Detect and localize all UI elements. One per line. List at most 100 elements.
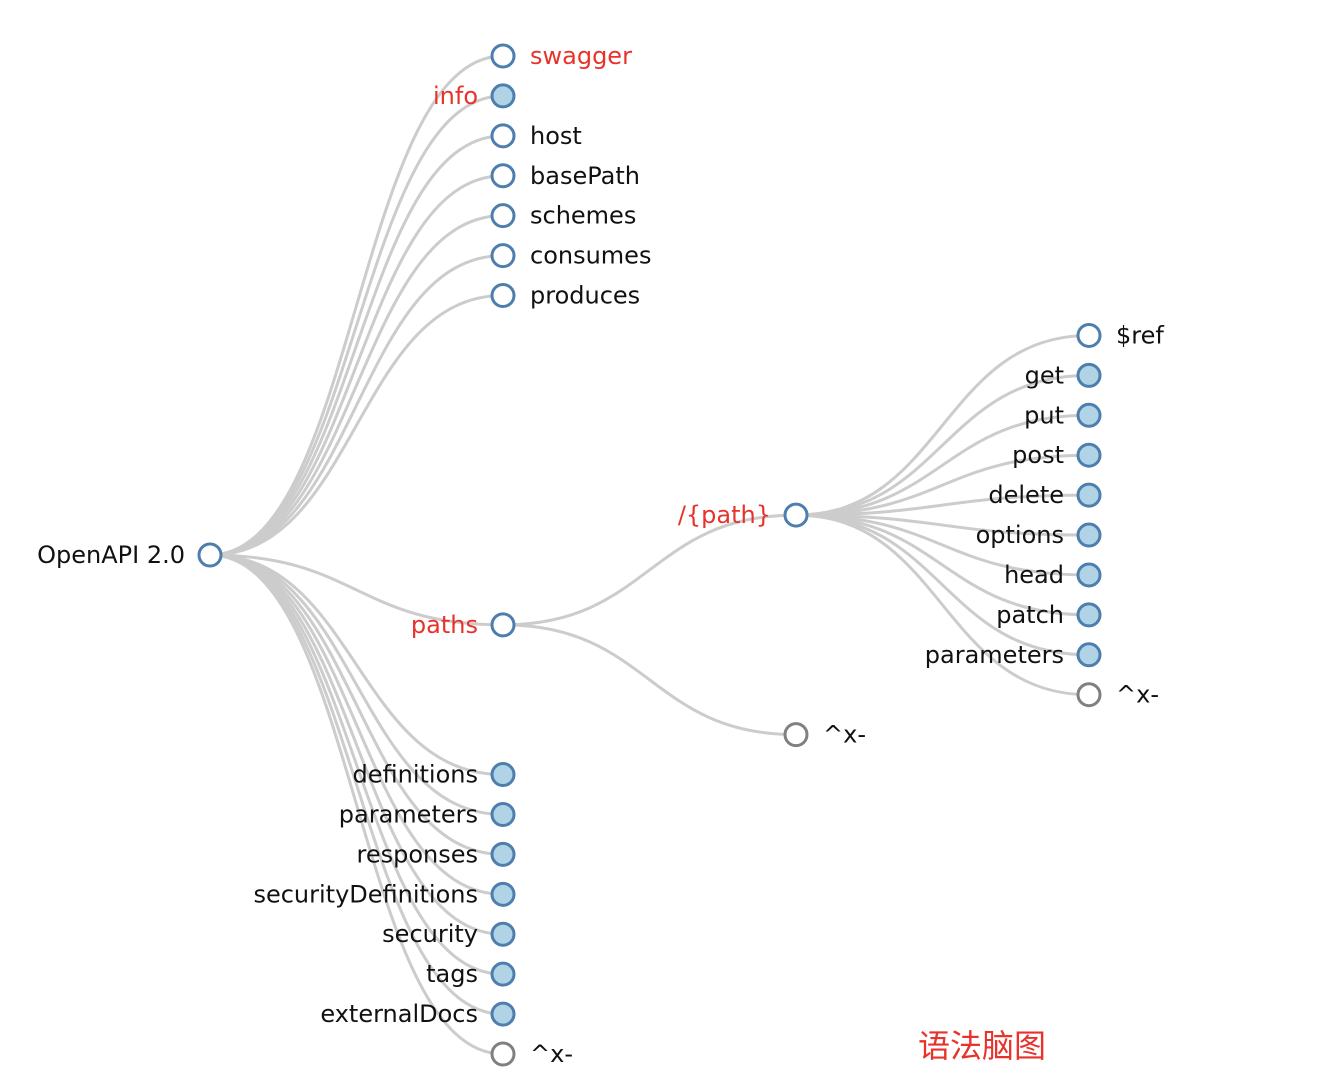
link-root-to-basePath xyxy=(209,174,504,557)
node-circle-delete[interactable] xyxy=(1076,482,1102,508)
node-circle-basePath[interactable] xyxy=(490,163,516,189)
link-path-to-patch xyxy=(795,513,1090,617)
node-label-externalDocs: externalDocs xyxy=(320,1000,478,1028)
node-host[interactable]: host xyxy=(490,122,582,150)
node-info[interactable]: info xyxy=(433,82,516,110)
link-path-to-get xyxy=(795,373,1090,517)
link-path-to-ref xyxy=(795,333,1090,517)
node-parameters[interactable]: parameters xyxy=(339,800,516,828)
node-circle-post[interactable] xyxy=(1076,442,1102,468)
node-patch[interactable]: patch xyxy=(996,601,1102,629)
link-path-to-head xyxy=(795,513,1090,577)
node-circle-securityDefinitions[interactable] xyxy=(490,881,516,907)
node-circle-swagger[interactable] xyxy=(490,43,516,69)
node-label-basePath: basePath xyxy=(530,162,640,190)
node-basePath[interactable]: basePath xyxy=(490,162,640,190)
link-root-to-schemes xyxy=(209,214,504,557)
link-root-to-security xyxy=(209,553,504,936)
node-delete[interactable]: delete xyxy=(988,481,1102,509)
node-circle-info[interactable] xyxy=(490,83,516,109)
node-schemes[interactable]: schemes xyxy=(490,202,636,230)
link-paths-to-paths-ext xyxy=(502,623,797,737)
node-paths-ext[interactable]: ^x- xyxy=(783,721,866,749)
node-label-put: put xyxy=(1024,401,1064,429)
node-definitions[interactable]: definitions xyxy=(353,761,516,789)
link-path-to-post xyxy=(795,453,1090,517)
node-circle-path-ext[interactable] xyxy=(1076,682,1102,708)
node-circle-get[interactable] xyxy=(1076,362,1102,388)
node-produces[interactable]: produces xyxy=(490,282,640,310)
node-label-responses: responses xyxy=(356,840,478,868)
node-circle-tags[interactable] xyxy=(490,961,516,987)
node-label-schemes: schemes xyxy=(530,202,636,230)
node-label-produces: produces xyxy=(530,282,640,310)
node-circle-ref[interactable] xyxy=(1076,322,1102,348)
node-tags[interactable]: tags xyxy=(426,960,516,988)
node-circle-host[interactable] xyxy=(490,123,516,149)
node-label-securityDefinitions: securityDefinitions xyxy=(253,880,478,908)
node-circle-parameters[interactable] xyxy=(490,801,516,827)
node-circle-externalDocs[interactable] xyxy=(490,1001,516,1027)
node-circle-put[interactable] xyxy=(1076,402,1102,428)
node-externalDocs[interactable]: externalDocs xyxy=(320,1000,516,1028)
node-circle-consumes[interactable] xyxy=(490,243,516,269)
node-ref[interactable]: $ref xyxy=(1076,321,1164,349)
node-consumes[interactable]: consumes xyxy=(490,242,651,270)
node-circle-root[interactable] xyxy=(197,542,223,568)
link-path-to-options xyxy=(795,513,1090,537)
link-path-to-delete xyxy=(795,493,1090,517)
node-circle-schemes[interactable] xyxy=(490,203,516,229)
node-path-ext[interactable]: ^x- xyxy=(1076,681,1159,709)
link-root-to-info xyxy=(209,94,504,557)
node-responses[interactable]: responses xyxy=(356,840,516,868)
node-path-parameters[interactable]: parameters xyxy=(925,641,1102,669)
node-security[interactable]: security xyxy=(382,920,516,948)
link-path-to-path-ext xyxy=(795,513,1090,697)
node-label-head: head xyxy=(1004,561,1064,589)
node-circle-root-ext[interactable] xyxy=(490,1041,516,1067)
node-circle-produces[interactable] xyxy=(490,283,516,309)
node-label-info: info xyxy=(433,82,478,110)
node-label-delete: delete xyxy=(988,481,1064,509)
node-label-parameters: parameters xyxy=(339,800,478,828)
link-path-to-put xyxy=(795,413,1090,517)
node-securityDefinitions[interactable]: securityDefinitions xyxy=(253,880,516,908)
diagram-caption: 语法脑图 xyxy=(918,1027,1047,1065)
node-head[interactable]: head xyxy=(1004,561,1102,589)
link-root-to-swagger xyxy=(209,54,504,557)
node-circle-definitions[interactable] xyxy=(490,762,516,788)
link-root-to-definitions xyxy=(209,553,504,777)
node-circle-head[interactable] xyxy=(1076,562,1102,588)
link-root-to-parameters xyxy=(209,553,504,816)
node-path[interactable]: /{path} xyxy=(678,501,809,529)
node-post[interactable]: post xyxy=(1012,441,1102,469)
node-get[interactable]: get xyxy=(1025,361,1102,389)
tree-nodes: OpenAPI 2.0 swagger info host basePath scheme… xyxy=(37,42,1164,1068)
link-path-to-path-parameters xyxy=(795,513,1090,657)
link-root-to-responses xyxy=(209,553,504,856)
node-label-ref: $ref xyxy=(1116,321,1164,349)
node-circle-paths-ext[interactable] xyxy=(783,722,809,748)
node-label-get: get xyxy=(1025,361,1064,389)
node-root[interactable]: OpenAPI 2.0 xyxy=(37,541,223,569)
node-circle-path-parameters[interactable] xyxy=(1076,642,1102,668)
node-circle-options[interactable] xyxy=(1076,522,1102,548)
link-root-to-consumes xyxy=(209,254,504,557)
node-circle-path[interactable] xyxy=(783,502,809,528)
node-label-host: host xyxy=(530,122,582,150)
node-put[interactable]: put xyxy=(1024,401,1102,429)
node-label-post: post xyxy=(1012,441,1064,469)
node-circle-paths[interactable] xyxy=(490,612,516,638)
node-circle-patch[interactable] xyxy=(1076,602,1102,628)
node-label-root-ext: ^x- xyxy=(530,1040,573,1068)
node-label-paths-ext: ^x- xyxy=(823,721,866,749)
node-paths[interactable]: paths xyxy=(411,611,516,639)
link-root-to-root-ext xyxy=(209,553,504,1056)
node-options[interactable]: options xyxy=(976,521,1102,549)
link-paths-to-path xyxy=(502,513,797,627)
node-circle-security[interactable] xyxy=(490,921,516,947)
node-swagger[interactable]: swagger xyxy=(490,42,632,70)
node-root-ext[interactable]: ^x- xyxy=(490,1040,573,1068)
node-circle-responses[interactable] xyxy=(490,841,516,867)
